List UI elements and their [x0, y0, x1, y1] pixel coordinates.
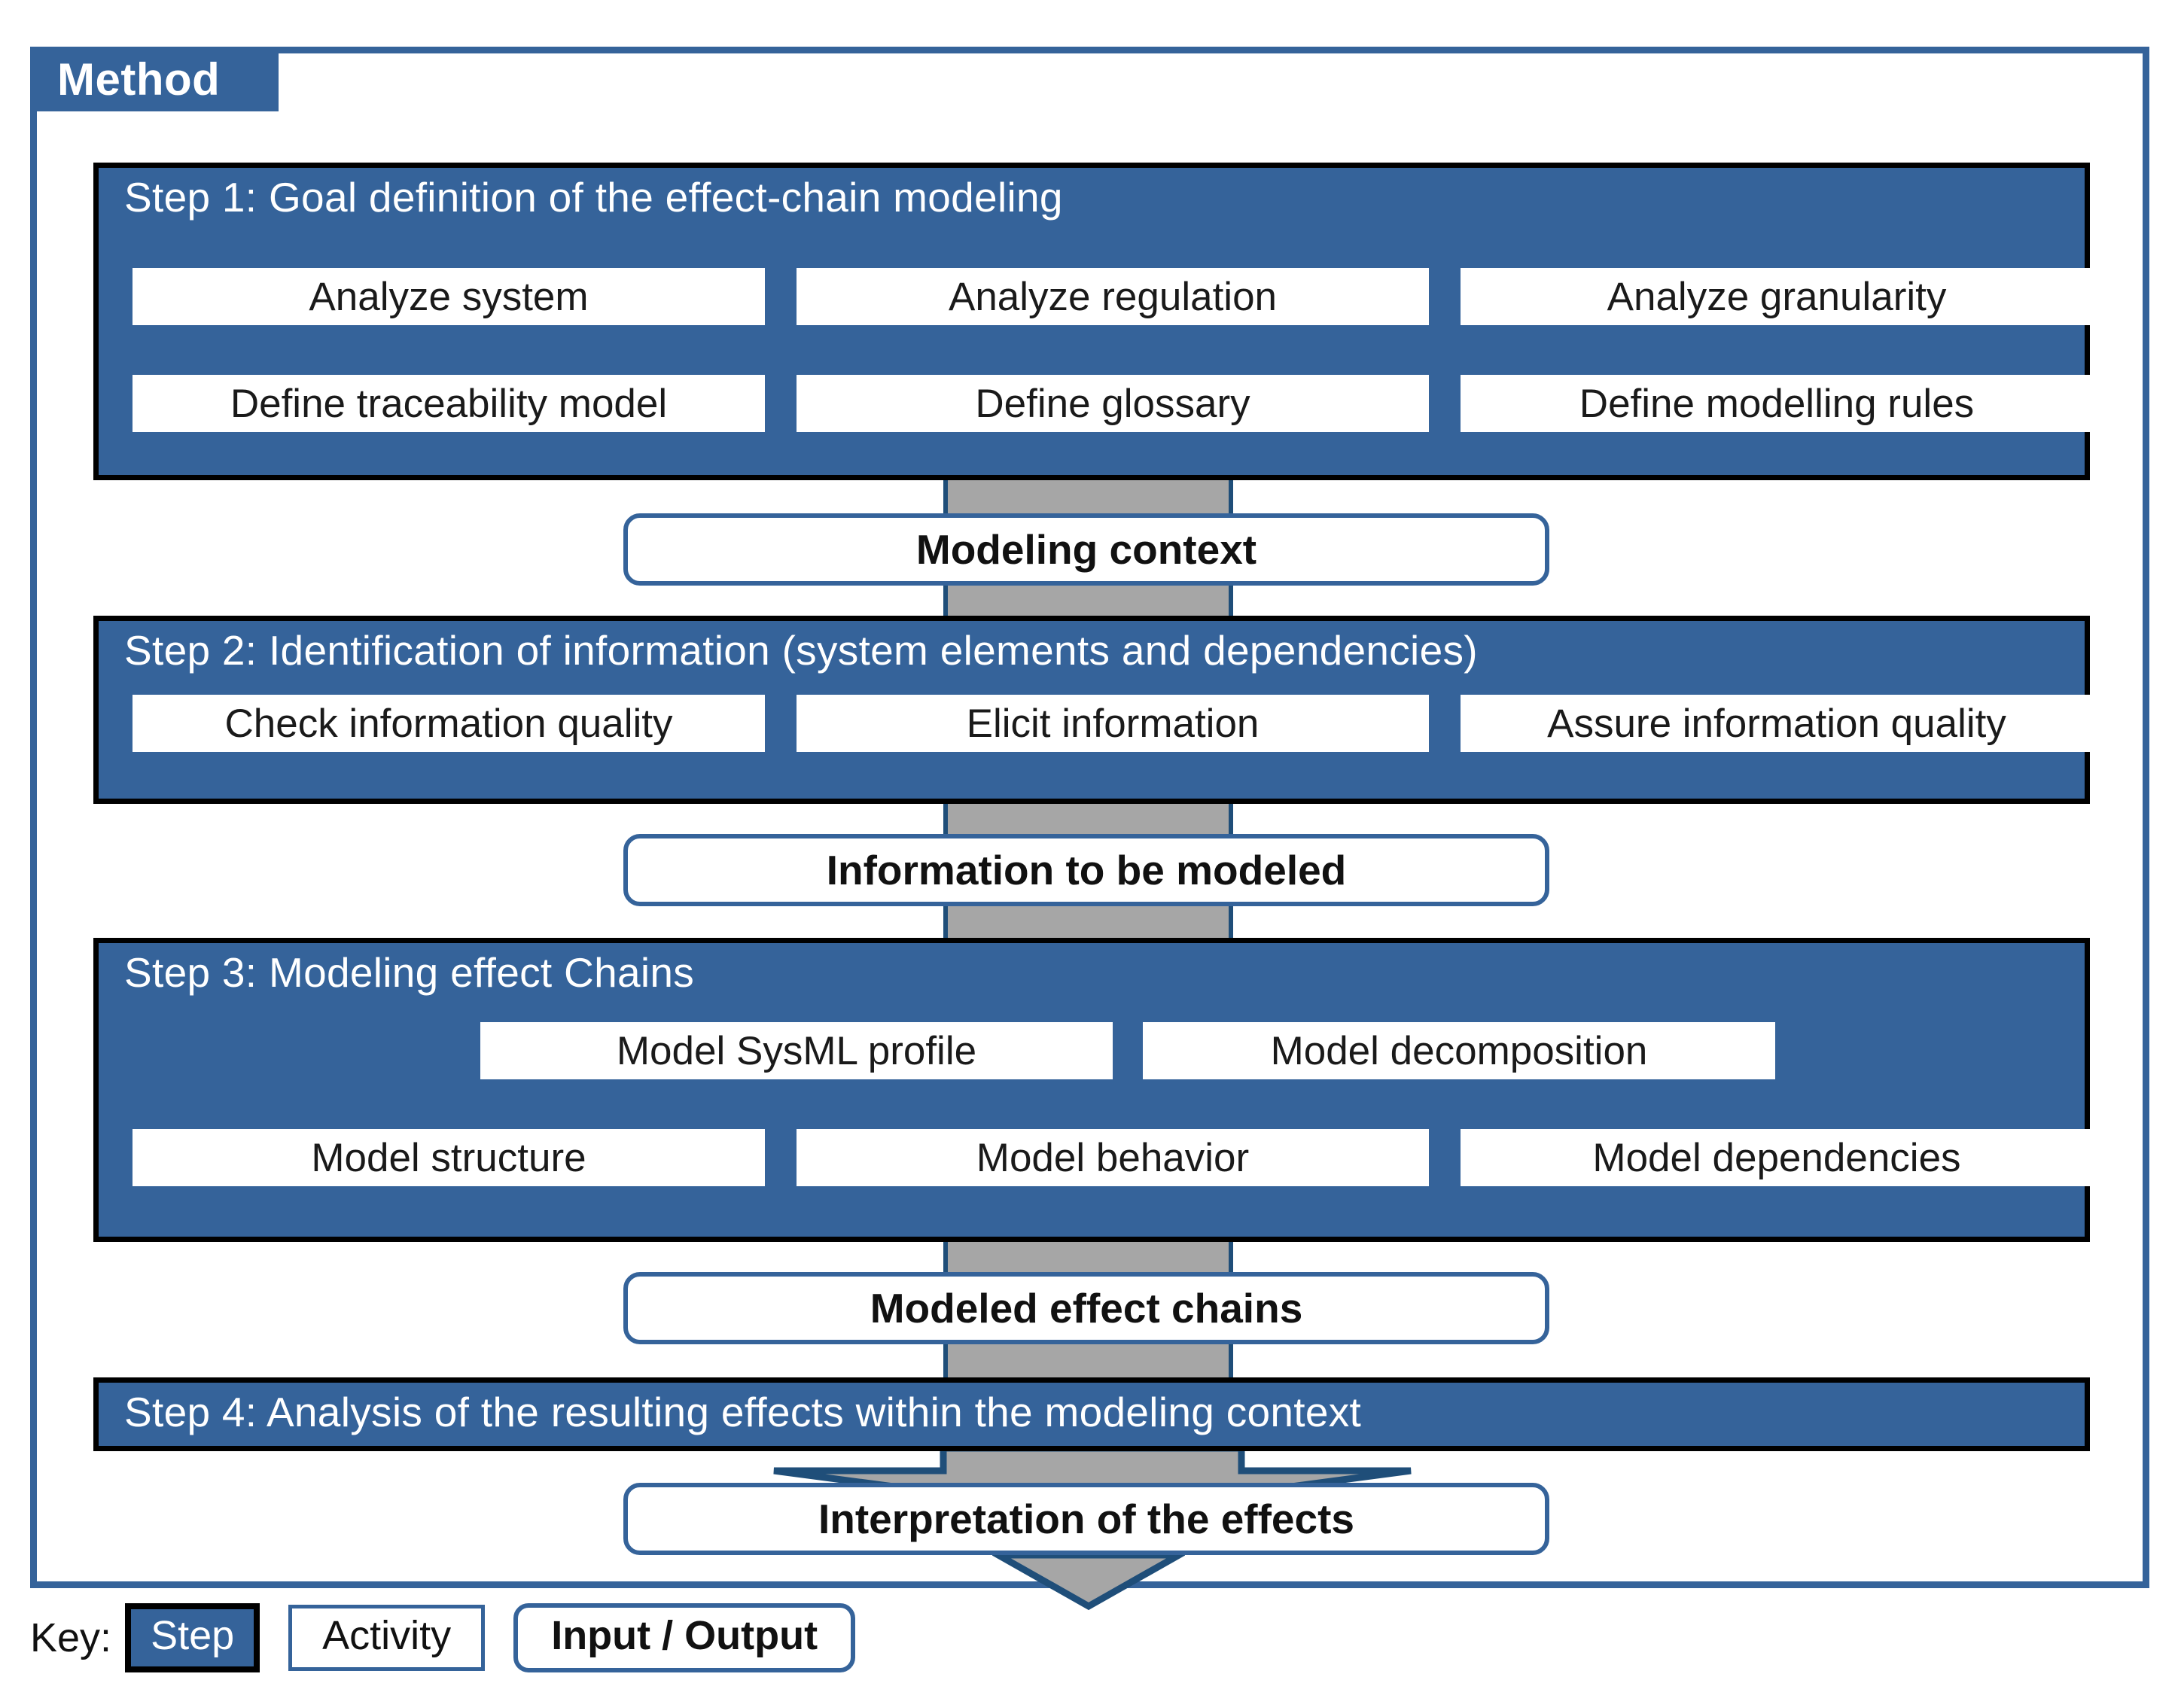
step-box-4: Step 4: Analysis of the resulting effect… — [93, 1377, 2090, 1451]
legend-key: Key: Step Activity Input / Output — [30, 1602, 856, 1674]
activity-model-structure[interactable]: Model structure — [133, 1129, 765, 1186]
step-4-title: Step 4: Analysis of the resulting effect… — [124, 1389, 1362, 1435]
activity-define-glossary[interactable]: Define glossary — [797, 375, 1429, 432]
legend-swatch-step: Step — [125, 1603, 260, 1672]
io-box-information-to-be-modeled[interactable]: Information to be modeled — [623, 834, 1549, 906]
activity-assure-information-quality[interactable]: Assure information quality — [1461, 695, 2093, 752]
activity-analyze-granularity[interactable]: Analyze granularity — [1461, 268, 2093, 325]
activity-analyze-system[interactable]: Analyze system — [133, 268, 765, 325]
activity-analyze-regulation[interactable]: Analyze regulation — [797, 268, 1429, 325]
legend-swatch-activity: Activity — [288, 1605, 486, 1671]
arrow-head-interpretation-out — [992, 1552, 1185, 1611]
legend-label: Key: — [30, 1615, 112, 1660]
step-2-title: Step 2: Identification of information (s… — [124, 627, 1478, 674]
step-1-title: Step 1: Goal definition of the effect-ch… — [124, 174, 1063, 221]
io-box-modeled-effect-chains[interactable]: Modeled effect chains — [623, 1272, 1549, 1344]
activity-model-dependencies[interactable]: Model dependencies — [1461, 1129, 2093, 1186]
activity-define-traceability-model[interactable]: Define traceability model — [133, 375, 765, 432]
activity-model-decomposition[interactable]: Model decomposition — [1143, 1022, 1775, 1079]
step-3-title: Step 3: Modeling effect Chains — [124, 949, 695, 996]
step-box-3: Step 3: Modeling effect Chains — [93, 938, 2090, 1242]
activity-model-sysml-profile[interactable]: Model SysML profile — [480, 1022, 1113, 1079]
activity-elicit-information[interactable]: Elicit information — [797, 695, 1429, 752]
page-title: Method — [30, 47, 279, 111]
activity-define-modelling-rules[interactable]: Define modelling rules — [1461, 375, 2093, 432]
legend-swatch-input-output: Input / Output — [513, 1603, 856, 1672]
activity-model-behavior[interactable]: Model behavior — [797, 1129, 1429, 1186]
io-box-interpretation-of-the-effects[interactable]: Interpretation of the effects — [623, 1483, 1549, 1555]
activity-check-information-quality[interactable]: Check information quality — [133, 695, 765, 752]
io-box-modeling-context[interactable]: Modeling context — [623, 513, 1549, 586]
